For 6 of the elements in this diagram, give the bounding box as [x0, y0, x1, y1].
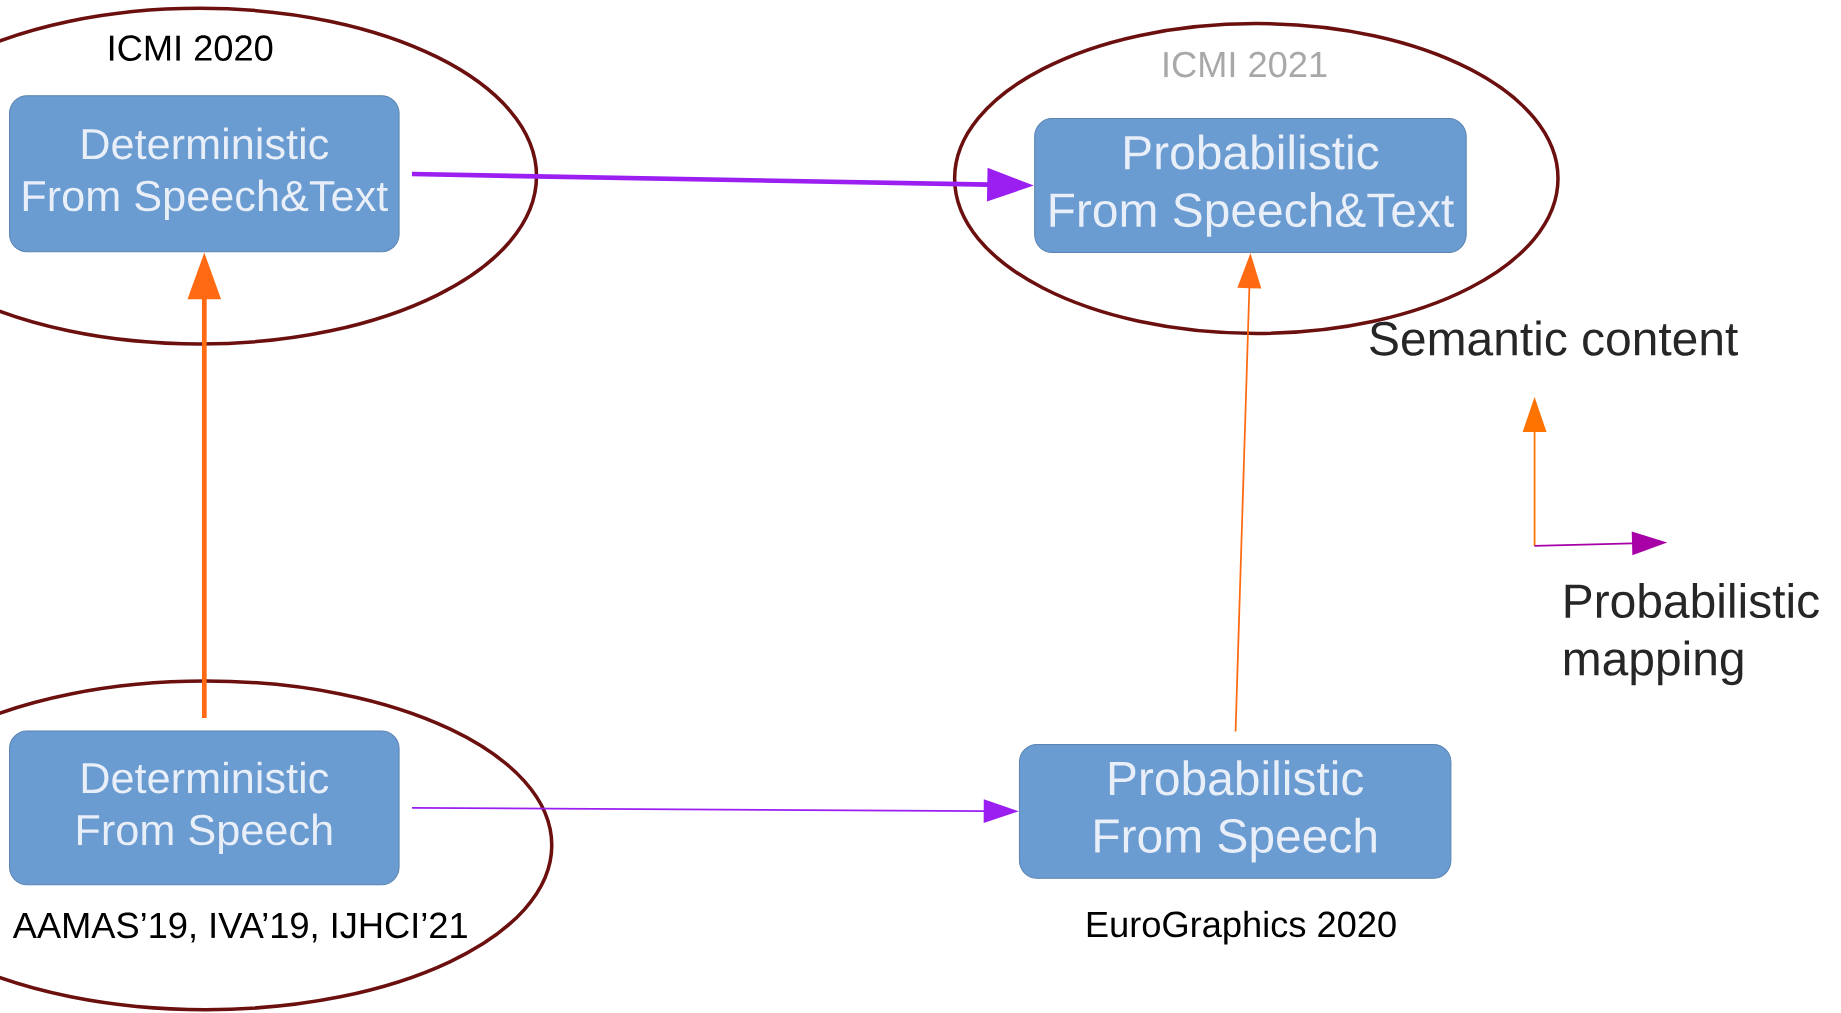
process-box: Probabilistic From Speech [1018, 743, 1452, 879]
axis-label: Probabilistic mapping [1564, 582, 1819, 686]
process-box: Probabilistic From Speech&Text [1034, 117, 1467, 253]
venue-label: EuroGraphics 2020 [1087, 910, 1396, 945]
process-box: Deterministic From Speech&Text [9, 95, 400, 253]
process-box: Deterministic From Speech [9, 730, 400, 886]
